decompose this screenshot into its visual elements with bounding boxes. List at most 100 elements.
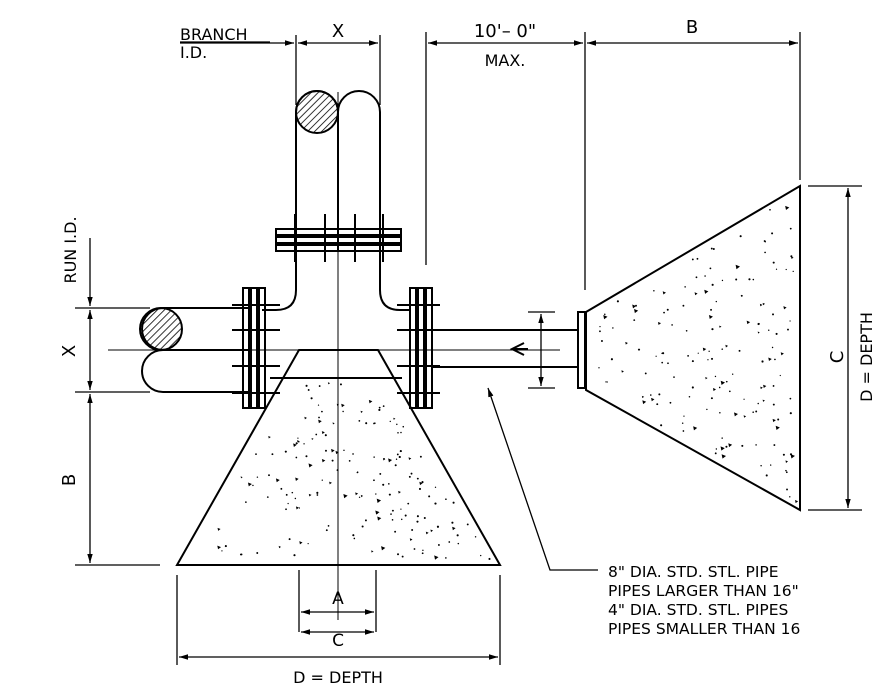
aggregate-dot — [757, 322, 760, 325]
aggregate-stone — [382, 458, 386, 461]
aggregate-stone — [381, 546, 386, 551]
aggregate-stone — [304, 416, 307, 420]
aggregate-stone — [311, 437, 314, 440]
aggregate-stone — [388, 458, 393, 463]
aggregate-dot — [416, 515, 419, 518]
aggregate-dot — [732, 373, 734, 375]
run-id-label: RUN I.D. — [61, 216, 80, 283]
aggregate-dot — [252, 484, 254, 487]
aggregate-dot — [671, 324, 673, 326]
aggregate-stone — [743, 415, 747, 418]
aggregate-stone — [762, 399, 765, 402]
tee-fitting — [262, 251, 410, 379]
aggregate-dot — [255, 453, 257, 455]
aggregate-dot — [682, 304, 685, 307]
note-line-3: 4" DIA. STD. STL. PIPES — [608, 601, 788, 619]
aggregate-dot — [660, 424, 663, 427]
aggregate-dot — [373, 456, 375, 458]
aggregate-dot — [488, 557, 491, 560]
aggregate-dot — [321, 410, 323, 413]
aggregate-dot — [710, 247, 713, 250]
aggregate-dot — [316, 494, 319, 496]
aggregate-dot — [782, 453, 785, 456]
aggregate-dot — [663, 311, 665, 314]
aggregate-dot — [410, 472, 413, 475]
aggregate-dot — [711, 357, 714, 360]
aggregate-dot — [761, 360, 764, 363]
aggregate-dot — [787, 328, 789, 331]
aggregate-dot — [356, 471, 359, 473]
aggregate-dot — [293, 554, 296, 557]
aggregate-dot — [706, 408, 708, 411]
aggregate-dot — [256, 552, 259, 554]
aggregate-stone — [377, 516, 382, 521]
aggregate-dot — [348, 459, 351, 462]
aggregate-dot — [422, 549, 424, 552]
aggregate-stone — [759, 303, 763, 307]
aggregate-dot — [785, 268, 787, 271]
aggregate-dot — [710, 308, 712, 311]
x-top-label: X — [332, 21, 344, 42]
note-line-2: PIPES LARGER THAN 16" — [608, 582, 799, 600]
aggregate-stone — [329, 481, 332, 485]
aggregate-dot — [434, 486, 437, 488]
aggregate-dot — [353, 537, 356, 540]
aggregate-dot — [658, 393, 661, 396]
aggregate-dot — [710, 397, 713, 400]
aggregate-dot — [757, 402, 759, 405]
aggregate-stone — [321, 458, 326, 463]
aggregate-dot — [691, 360, 694, 363]
aggregate-dot — [775, 332, 778, 335]
aggregate-dot — [400, 431, 402, 434]
aggregate-stone — [794, 500, 799, 504]
aggregate-dot — [598, 367, 600, 369]
aggregate-dot — [715, 300, 717, 303]
aggregate-stone — [772, 418, 776, 423]
aggregate-dot — [695, 276, 698, 279]
aggregate-dot — [673, 376, 675, 378]
aggregate-stone — [720, 380, 726, 386]
aggregate-dot — [605, 381, 607, 383]
aggregate-dot — [765, 474, 768, 477]
aggregate-stone — [651, 397, 655, 402]
aggregate-dot — [399, 449, 402, 453]
aggregate-dot — [316, 491, 319, 494]
aggregate-dot — [378, 406, 381, 409]
aggregate-stone — [275, 478, 280, 483]
aggregate-dot — [445, 498, 447, 501]
aggregate-dot — [397, 553, 400, 556]
aggregate-dot — [317, 404, 320, 406]
aggregate-dot — [390, 513, 392, 515]
aggregate-dot — [321, 479, 323, 481]
aggregate-dot — [721, 348, 724, 350]
aggregate-dot — [394, 530, 397, 533]
aggregate-dot — [644, 372, 647, 375]
aggregate-dot — [239, 553, 242, 556]
aggregate-dot — [666, 308, 669, 311]
aggregate-dot — [284, 450, 287, 453]
aggregate-stone — [725, 344, 729, 348]
aggregate-dot — [789, 397, 792, 400]
run-pipe-section — [139, 307, 183, 351]
aggregate-stone — [721, 454, 727, 459]
aggregate-stone — [247, 482, 252, 487]
aggregate-dot — [288, 538, 291, 541]
aggregate-dot — [682, 430, 685, 432]
aggregate-dot — [772, 403, 775, 406]
aggregate-dot — [434, 502, 437, 505]
aggregate-dot — [407, 502, 410, 505]
aggregate-stone — [425, 531, 429, 535]
aggregate-dot — [266, 496, 269, 498]
aggregate-dot — [669, 401, 672, 404]
aggregate-stone — [376, 498, 382, 504]
aggregate-stone — [728, 443, 733, 448]
aggregate-dot — [691, 258, 694, 261]
aggregate-dot — [773, 444, 776, 447]
aggregate-dot — [755, 444, 757, 446]
aggregate-dot — [687, 354, 689, 357]
aggregate-dot — [633, 319, 636, 321]
aggregate-dot — [271, 453, 274, 456]
aggregate-dot — [394, 464, 397, 467]
aggregate-dot — [416, 477, 419, 480]
aggregate-dot — [600, 340, 603, 342]
